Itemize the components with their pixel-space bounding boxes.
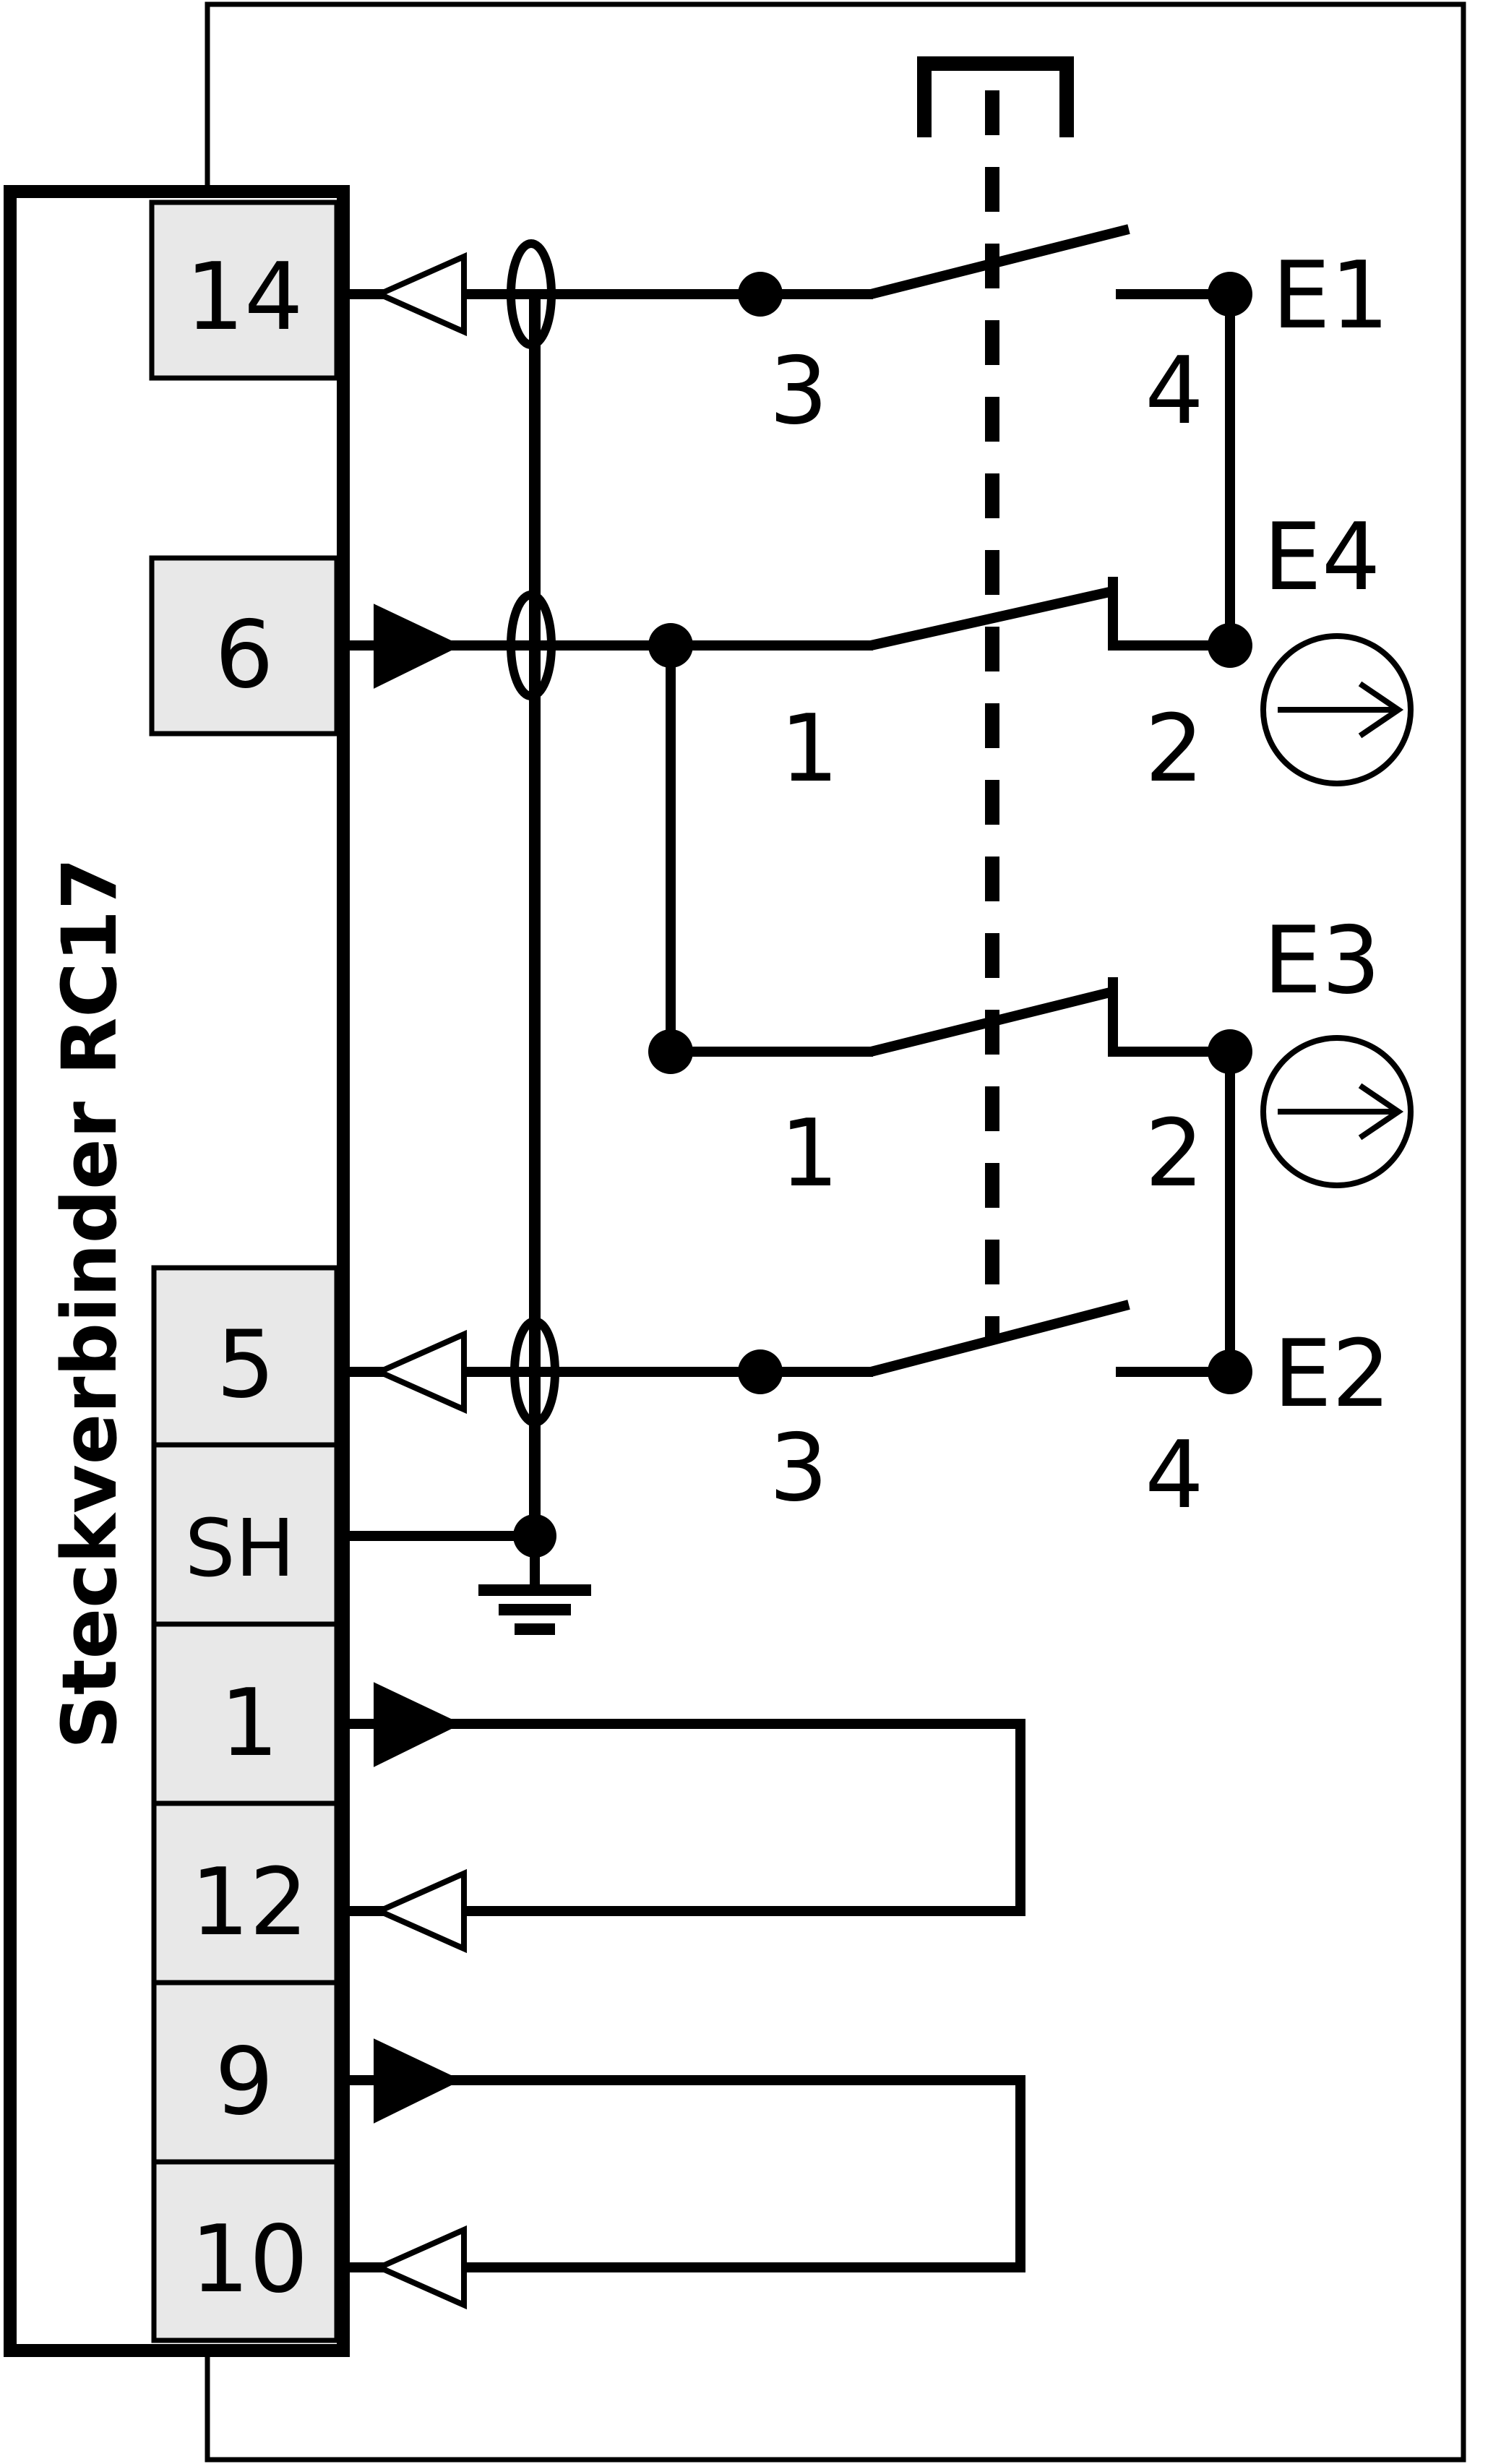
forced-opening-icon [1260,633,1414,786]
input-arrow-icon [372,1868,467,1954]
line-5: 3 4 E2 [347,1300,1390,1529]
shield-icon [510,1317,559,1427]
pin-9: 9 [151,1980,340,2165]
pin-6: 6 [149,555,340,737]
svg-text:4: 4 [1145,1422,1203,1529]
pin-10: 10 [151,2159,340,2343]
ground-icon [478,1584,591,1635]
line-lower-nc: 1 2 E3 [648,907,1414,1208]
svg-text:3: 3 [769,338,827,445]
svg-text:2: 2 [1145,1100,1203,1208]
input-arrow-icon [372,2225,467,2310]
svg-text:2: 2 [1145,695,1203,803]
forced-opening-icon [1260,1035,1414,1188]
svg-text:14: 14 [186,244,304,351]
line-6: 1 2 E4 [347,504,1414,803]
pin-12: 12 [151,1800,340,1986]
svg-text:9: 9 [215,2028,273,2136]
pin-5: 5 [151,1265,340,1448]
loop-9-10 [347,2038,1025,2310]
pin-sh: SH [151,1442,340,1627]
svg-text:4: 4 [1145,338,1203,445]
output-arrow-icon [374,604,462,689]
shield-icon [507,591,556,700]
actuator-bracket [917,56,1074,137]
svg-text:1: 1 [220,1670,278,1777]
svg-text:3: 3 [769,1415,827,1522]
input-arrow-icon [372,252,467,337]
shield-icon [507,239,556,349]
svg-text:1: 1 [780,695,838,803]
output-arrow-icon [374,1682,462,1767]
svg-text:E4: E4 [1263,504,1380,611]
svg-text:E1: E1 [1272,242,1389,350]
pin-1: 1 [151,1621,340,1806]
svg-text:E2: E2 [1273,1321,1390,1428]
loop-1-12 [347,1682,1025,1954]
line-14: 3 4 E1 [347,224,1389,445]
input-arrow-icon [372,1329,467,1415]
svg-text:6: 6 [215,601,273,709]
svg-text:10: 10 [191,2206,309,2314]
output-arrow-icon [374,2038,462,2124]
pin-14: 14 [149,199,340,381]
svg-text:12: 12 [191,1849,309,1957]
svg-text:5: 5 [216,1311,275,1419]
svg-text:SH: SH [185,1502,296,1594]
line-sh [347,1514,591,1635]
connector-title: Steckverbinder RC17 [46,858,134,1749]
svg-text:1: 1 [780,1100,838,1208]
svg-text:E3: E3 [1263,907,1380,1015]
